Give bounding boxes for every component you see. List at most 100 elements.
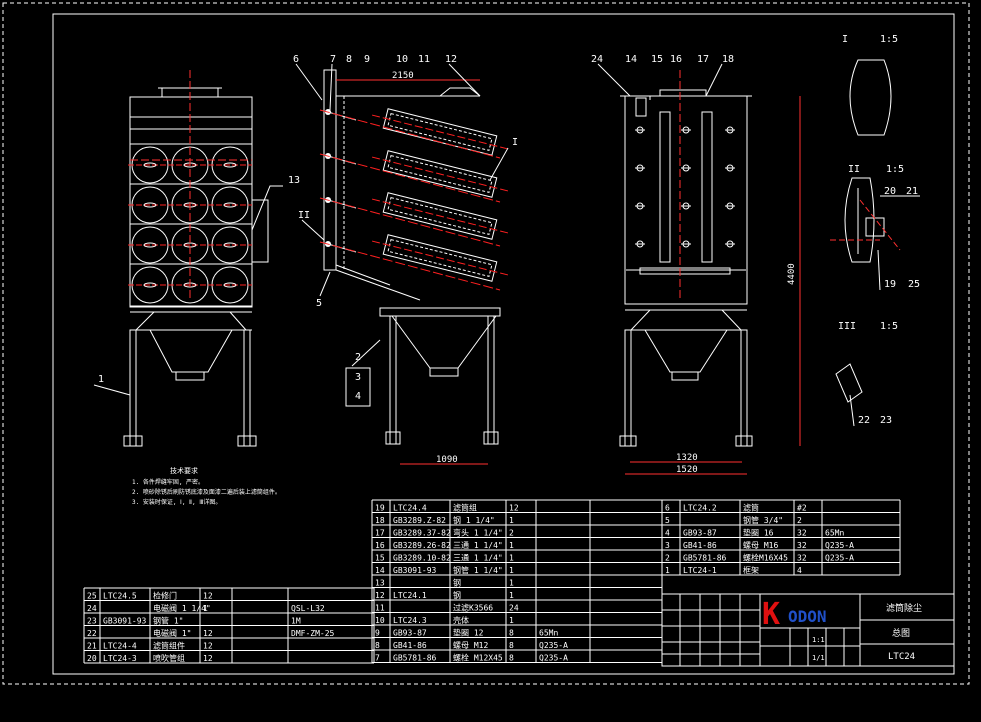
bom-cell: Q235-A (539, 641, 568, 650)
technical-notes: 技术要求 1. 各件焊缝牢固, 严密。 2. 喷砂除锈后刷防锈底漆及面漆二遍后装… (132, 466, 281, 506)
bom-cell: LTC24.2 (683, 504, 717, 513)
cartridge-nozzle (143, 162, 157, 168)
title-part: 总图 (892, 627, 910, 639)
bom-cell: LTC24.3 (393, 616, 427, 625)
bom-cell: 1M (291, 617, 301, 626)
balloon-12: 12 (445, 54, 457, 65)
bom-cell: 12 (509, 504, 519, 513)
bom-cell: 螺栓M16X45 (743, 553, 788, 563)
bom-cell: 18 (375, 516, 385, 525)
bom-cell: Q235-A (825, 541, 854, 550)
bom-cell: 22 (87, 629, 97, 638)
balloon-4: 4 (355, 391, 361, 402)
cartridge-nozzle (223, 242, 237, 248)
company-logo: K ODON (762, 597, 827, 632)
bom-cell: 9 (375, 629, 380, 638)
bom-cell: 1 (509, 616, 514, 625)
bom-cell: 1 (203, 604, 208, 613)
bom-cell: 1 (509, 541, 514, 550)
cartridge-nozzle (223, 282, 237, 288)
bom-cell: 1 (509, 554, 514, 563)
bom-cell: 8 (509, 641, 514, 650)
detail-views (835, 59, 892, 403)
bom-cell: GB3289.26-82 (393, 541, 451, 550)
dim-right-outer: 1520 (676, 465, 698, 475)
bom-cell: 8 (375, 641, 380, 650)
bom-cell: 钢管 1 1/4" (453, 565, 503, 575)
bom-cell: 三通 1 1/4" (453, 553, 503, 563)
bom-cell: #2 (797, 504, 807, 513)
title-block-text: 滤筒除尘 总图 LTC24 1:1 1/1 (812, 602, 922, 662)
bom-cell: 32 (797, 554, 807, 563)
logo-k: K (762, 597, 780, 632)
bom-cell: 13 (375, 579, 385, 588)
bom-cell: 1 (509, 591, 514, 600)
bom-cell: 32 (797, 541, 807, 550)
side-section-view (323, 69, 501, 445)
bom-cell: Q235-A (825, 554, 854, 563)
bom-cell: 8 (509, 654, 514, 663)
balloon-9: 9 (364, 54, 370, 65)
bom-cell: 电磁阀 1 1/4" (153, 603, 211, 613)
bom-cell: 32 (797, 529, 807, 538)
bom-cell: GB3289.Z-82 (393, 516, 446, 525)
bom-cell: 滤筒 (743, 503, 759, 513)
balloon-8: 8 (346, 54, 352, 65)
dim-top-width: 2150 (392, 71, 414, 81)
title-project: 滤筒除尘 (886, 602, 922, 614)
detail-III-scale: 1:5 (880, 321, 898, 332)
bom-cell: 21 (87, 642, 97, 651)
title-sheet: 1/1 (812, 654, 825, 662)
bom-cell: DMF-ZM-25 (291, 629, 335, 638)
dimension-labels: 2150 1090 1320 1520 4400 (392, 71, 797, 475)
detail-I-id: I (842, 34, 848, 45)
dimension-lines (130, 70, 901, 475)
bom-cell: 垫圈 12 (453, 628, 484, 638)
bom-cell: 2 (509, 529, 514, 538)
bom-cell: LTC24.1 (393, 591, 427, 600)
blow-pipes (319, 109, 501, 291)
title-scale: 1:1 (812, 636, 825, 644)
inclined-cartridges (371, 108, 510, 282)
balloon-23: 23 (880, 415, 892, 426)
bom-cell: GB41-86 (393, 641, 427, 650)
cartridge-axis (371, 240, 510, 276)
inclined-cartridge (371, 234, 510, 282)
bom-cell: 6 (665, 504, 670, 513)
bom-cell: 7 (375, 654, 380, 663)
bom-cell: GB5781-86 (393, 654, 437, 663)
bom-cell: 弯头 1 1/4" (453, 528, 503, 538)
bom-cell: 17 (375, 529, 385, 538)
bom-cell: GB93-87 (393, 629, 427, 638)
pipe-centerline (319, 241, 501, 291)
bom-cell: 65Mn (539, 629, 558, 638)
bom-cell: 螺母 M12 (453, 640, 488, 650)
bom-cell: QSL-L32 (291, 604, 325, 613)
dim-mid-base: 1090 (436, 455, 458, 465)
balloon-16: 16 (670, 54, 682, 65)
balloon-20: 20 (884, 186, 896, 197)
bom-cell: GB3091-93 (103, 617, 147, 626)
bom-cell: 检修门 (153, 591, 177, 601)
leader-lines (93, 63, 920, 427)
bom-cell: GB93-87 (683, 529, 717, 538)
bom-cell: 钢管 3/4" (743, 515, 783, 525)
bom-cell: 5 (665, 516, 670, 525)
bom-cell: GB41-86 (683, 541, 717, 550)
bom-cell: 12 (203, 642, 213, 651)
front-elevation-view (619, 89, 753, 447)
bom-cell: 24 (87, 604, 97, 613)
balloon-19: 19 (884, 279, 896, 290)
balloon-7: 7 (330, 54, 336, 65)
bom-cell: 电磁阀 1" (153, 628, 191, 638)
notes-title: 技术要求 (170, 466, 198, 475)
part-balloons: 13 1 6 7 8 9 10 11 12 I II 5 2 3 4 24 14… (98, 54, 920, 426)
bom-cell: LTC24.5 (103, 592, 137, 601)
bom-cell: 8 (509, 629, 514, 638)
bom-cell: 三通 1 1/4" (453, 540, 503, 550)
bom-cell: LTC24-4 (103, 642, 137, 651)
bom-cell: LTC24-3 (103, 654, 137, 663)
bom-cell: 12 (375, 591, 385, 600)
